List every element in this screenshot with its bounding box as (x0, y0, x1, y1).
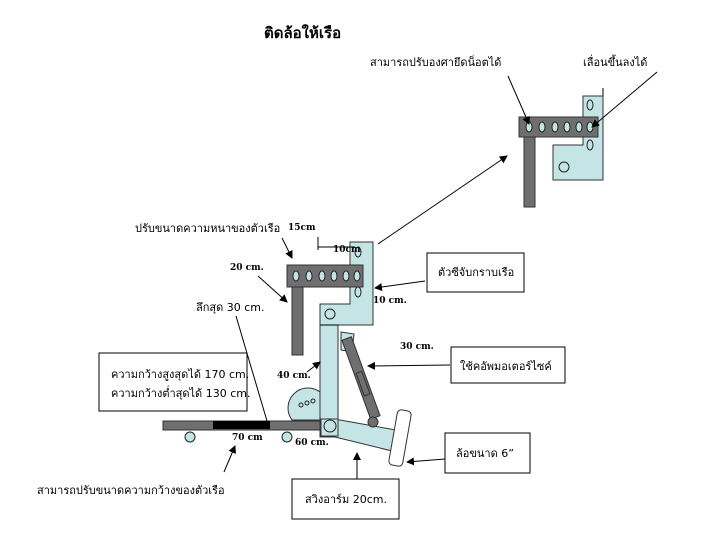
motorcycle-shock (341, 336, 381, 420)
svg-text:ความกว้างสูงสุดได้ 170 cm.: ความกว้างสูงสุดได้ 170 cm. (111, 368, 249, 381)
dim-20: 20 cm. (230, 263, 264, 273)
dim-10: 10 cm. (373, 296, 407, 306)
label-adjust-thickness: ปรับขนาดความหนาของตัวเรือ (135, 222, 280, 235)
callout-swingarm: สวิงอาร์ม 20cm. (291, 478, 400, 520)
dim-30: 30 cm. (400, 342, 434, 352)
label-deepest: ลึกสุด 30 cm. (196, 301, 265, 314)
clamp-detail (518, 88, 604, 208)
wheel-6in (388, 409, 412, 467)
label-adjust-width: สามารถปรับขนาดความกว้างของตัวเรือ (37, 484, 225, 497)
callout-wheel: ล้อขนาด 6” (444, 432, 531, 474)
diagram-title: ติดล้อให้เรือ (264, 24, 341, 42)
svg-text:ใช้คอัพมอเตอร์ไซค์: ใช้คอัพมอเตอร์ไซค์ (460, 360, 552, 373)
svg-text:ล้อขนาด 6”: ล้อขนาด 6” (456, 447, 514, 460)
dim-10cm: 10cm (333, 245, 361, 255)
label-adjust-angle: สามารถปรับองศายึดน็อตได้ (370, 55, 501, 69)
dim-70: 70 cm (232, 433, 263, 443)
callout-width: ความกว้างสูงสุดได้ 170 cm. ความกว้างต่ำส… (98, 352, 250, 412)
svg-text:สวิงอาร์ม 20cm.: สวิงอาร์ม 20cm. (305, 493, 387, 506)
gray-post (291, 286, 304, 356)
dim-15: 15cm (288, 223, 316, 233)
svg-text:ความกว้างต่ำสุดได้ 130 cm.: ความกว้างต่ำสุดได้ 130 cm. (111, 385, 250, 400)
main-assembly (162, 241, 412, 467)
callout-shock: ใช้คอัพมอเตอร์ไซค์ (450, 346, 566, 384)
width-extension (213, 421, 270, 429)
label-slide-updown: เลื่อนขึ้นลงได้ (583, 54, 647, 69)
dim-40: 40 cm. (277, 371, 311, 381)
gray-post (523, 136, 536, 208)
dim-60: 60 cm. (295, 438, 329, 448)
callout-clamp: ตัวซีจับกราบเรือ (426, 252, 525, 293)
svg-text:ตัวซีจับกราบเรือ: ตัวซีจับกราบเรือ (438, 266, 514, 279)
pivot-plate (287, 387, 321, 421)
